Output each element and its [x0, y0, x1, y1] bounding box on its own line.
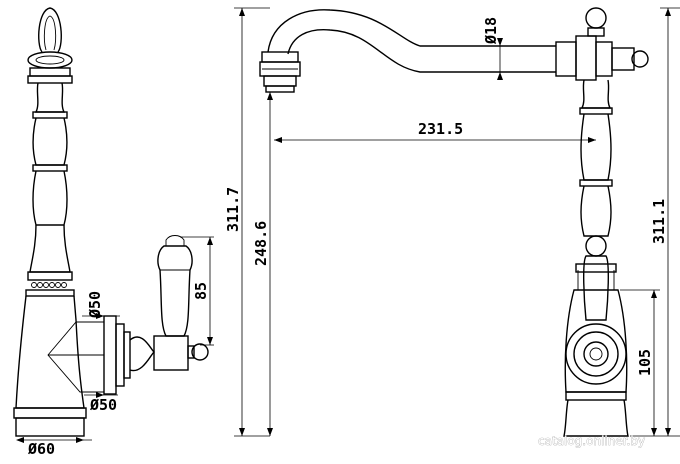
body-diameter-label: Ø50	[89, 396, 117, 414]
base-diameter-label: Ø60	[27, 440, 55, 458]
front-view	[259, 7, 649, 437]
side-height-label: 311.1	[650, 199, 668, 244]
spout-diameter-label: Ø18	[482, 17, 500, 45]
watermark: catalog.onliner.by	[538, 434, 645, 448]
neck-diameter-label: Ø50	[86, 291, 104, 319]
handle-height-label: 85	[192, 282, 210, 300]
front-view-dimensions	[234, 7, 680, 437]
spout-reach-label: 231.5	[418, 120, 463, 138]
lever-height-label: 105	[636, 349, 654, 376]
overall-height-label: 311.7	[224, 187, 242, 232]
bead-ring	[31, 282, 67, 288]
side-view	[13, 7, 209, 437]
side-view-dimensions	[16, 236, 214, 443]
spout-height-label: 248.6	[252, 221, 270, 266]
